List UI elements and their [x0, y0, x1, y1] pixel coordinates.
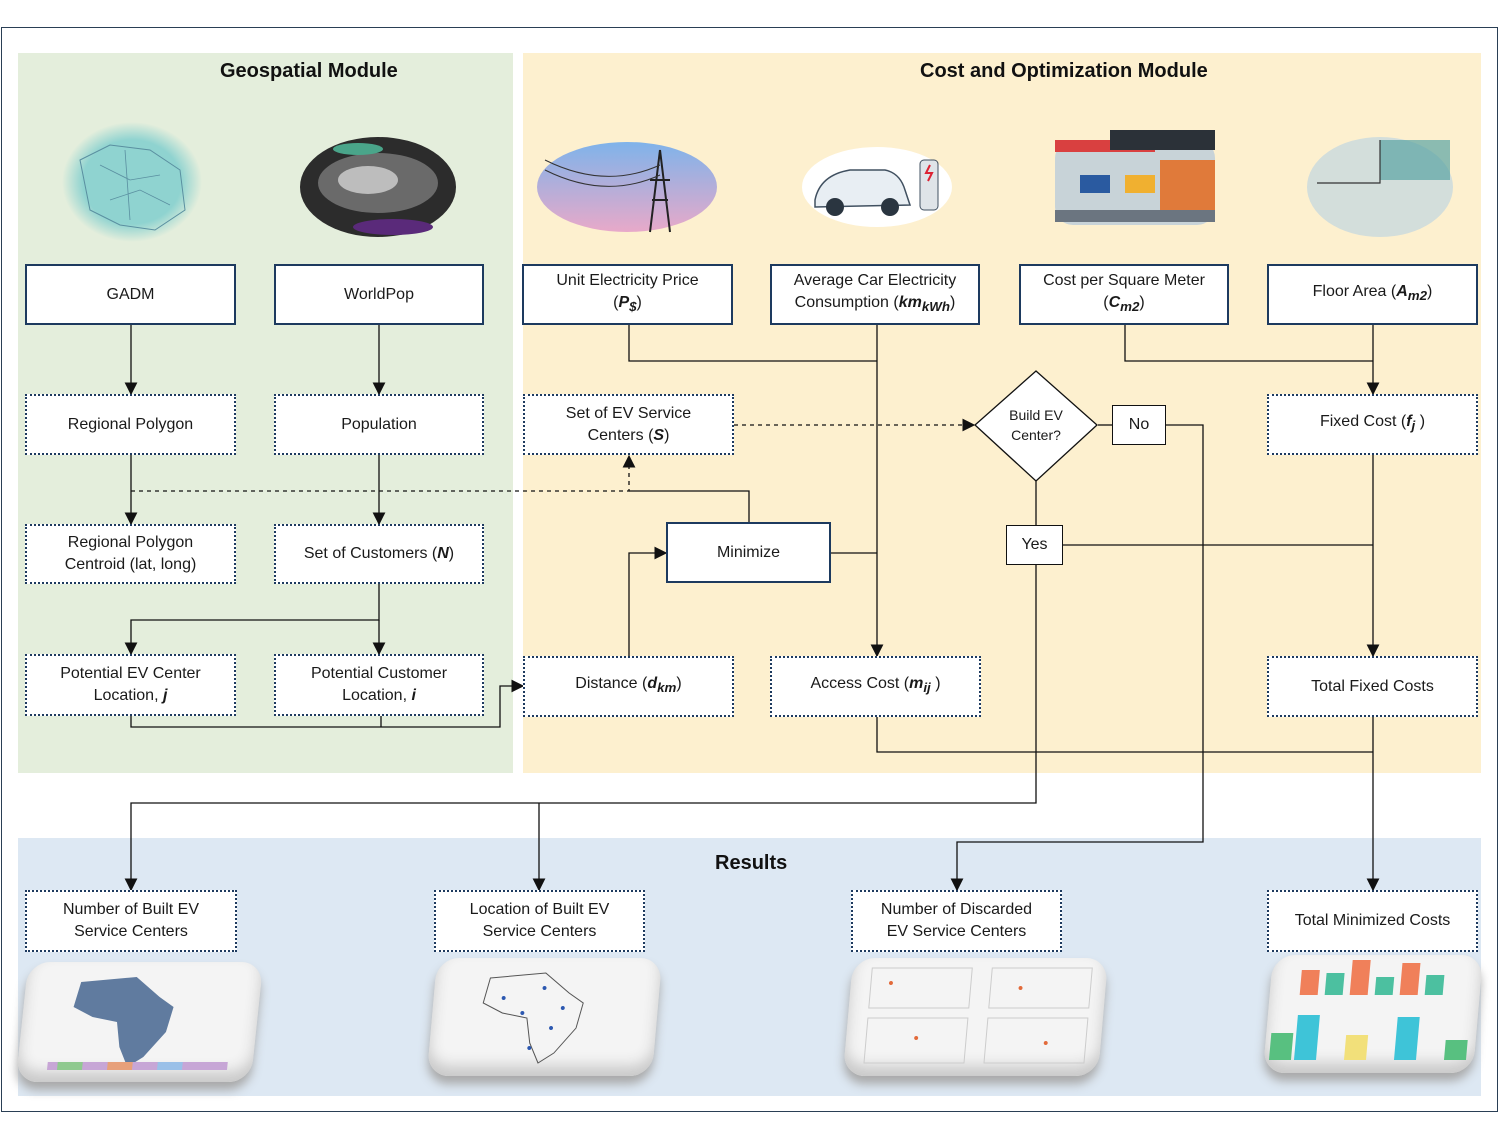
customers-label-end: ): [448, 545, 455, 562]
fixed-cost-subscript: j: [1411, 418, 1416, 434]
discarded-ev-map-thumbnail: [842, 958, 1109, 1076]
cost-sqm-label: Cost per Square Meter: [1043, 272, 1205, 290]
minimize-label: Minimize: [716, 543, 781, 561]
distance-subscript: km: [657, 680, 677, 696]
build-ev-center-decision: Build EV Center?: [1009, 407, 1063, 443]
ev-charging-car-icon: [802, 147, 952, 227]
gadm-label: GADM: [106, 285, 155, 303]
population-raster-icon: [300, 137, 456, 237]
yes-label: Yes: [1021, 536, 1048, 553]
avg-car-label-1: Average Car Electricity: [793, 272, 957, 290]
distance-box: Distance (dkm): [523, 656, 734, 717]
num-built-label-1: Number of Built EV: [62, 901, 200, 918]
total-costs-chart-thumbnail: [1262, 955, 1484, 1073]
num-discarded-ev-box: Number of Discarded EV Service Centers: [851, 890, 1062, 952]
potential-ev-label-1: Potential EV Center: [60, 665, 201, 682]
cost-per-sqm-box: Cost per Square Meter(Cm2): [1019, 264, 1229, 325]
customers-symbol: N: [437, 545, 449, 562]
unit-price-symbol: P: [618, 294, 630, 312]
potential-customer-label-2: Location,: [342, 687, 408, 704]
unit-price-subscript: $: [629, 299, 637, 315]
no-label: No: [1128, 416, 1150, 433]
decision-diamond: [974, 370, 1098, 482]
loc-built-ev-box: Location of Built EV Service Centers: [434, 890, 645, 952]
gadm-box: GADM: [25, 264, 236, 325]
potential-customer-label-1: Potential Customer: [310, 665, 448, 682]
customers-label: Set of Customers (: [303, 545, 438, 562]
avg-car-symbol: km: [898, 294, 922, 312]
worldpop-box: WorldPop: [274, 264, 484, 325]
diagram-frame: [1, 27, 1498, 1112]
unit-price-label: Unit Electricity Price: [556, 272, 699, 290]
no-box: No: [1112, 405, 1166, 445]
set-ev-label-1: Set of EV Service: [565, 404, 692, 422]
floor-area-label: Floor Area (: [1312, 283, 1397, 301]
worldpop-label: WorldPop: [344, 285, 414, 303]
minimize-box: Minimize: [666, 522, 831, 583]
num-built-ev-box: Number of Built EV Service Centers: [25, 890, 237, 952]
set-ev-symbol: S: [653, 426, 665, 444]
fixed-cost-symbol: f: [1406, 413, 1412, 431]
floor-area-subscript: m2: [1407, 288, 1428, 304]
floor-plan-icon: [1307, 137, 1453, 237]
distance-label: Distance (: [575, 675, 648, 693]
customers-box: Set of Customers (N): [274, 524, 484, 584]
total-min-label: Total Minimized Costs: [1294, 912, 1451, 929]
built-ev-location-thumbnail: [426, 958, 663, 1076]
potential-ev-symbol: j: [162, 687, 168, 704]
centroid-label-1: Regional Polygon: [67, 534, 194, 551]
yes-box: Yes: [1006, 525, 1063, 565]
potential-customer-symbol: i: [411, 687, 416, 704]
built-ev-map-thumbnail: [15, 962, 264, 1082]
num-built-label-2: Service Centers: [74, 923, 188, 940]
set-ev-label-2: Centers (: [587, 426, 654, 444]
cost-sqm-subscript: m2: [1120, 299, 1140, 315]
loc-built-label-1: Location of Built EV: [469, 901, 610, 918]
regional-polygon-label: Regional Polygon: [67, 415, 194, 433]
access-cost-symbol: m: [909, 675, 924, 693]
loc-built-label-2: Service Centers: [482, 923, 597, 940]
map-icon: [62, 122, 202, 242]
total-fixed-costs-box: Total Fixed Costs: [1267, 656, 1478, 717]
num-discarded-label-2: EV Service Centers: [886, 923, 1027, 940]
avg-car-label-2: Consumption (: [794, 294, 899, 312]
num-discarded-label-1: Number of Discarded: [880, 901, 1033, 918]
floor-area-symbol: A: [1396, 283, 1408, 301]
total-minimized-costs-box: Total Minimized Costs: [1267, 890, 1478, 952]
geospatial-module-title: Geospatial Module: [220, 60, 398, 82]
access-cost-subscript: ij: [923, 680, 931, 696]
access-cost-label: Access Cost (: [810, 675, 910, 693]
potential-ev-label-2: Location,: [93, 687, 159, 704]
total-fixed-label: Total Fixed Costs: [1311, 677, 1434, 695]
results-panel: [18, 838, 1481, 1096]
floor-area-box: Floor Area (Am2): [1267, 264, 1478, 325]
results-title: Results: [715, 852, 788, 874]
access-cost-box: Access Cost (mij ): [770, 656, 981, 717]
cost-sqm-symbol: C: [1108, 294, 1121, 312]
centroid-label-2: Centroid (lat, long): [64, 556, 197, 573]
distance-symbol: d: [647, 675, 658, 693]
fixed-cost-label: Fixed Cost (: [1319, 413, 1407, 431]
avg-car-subscript: kWh: [921, 299, 950, 315]
cost-module-title: Cost and Optimization Module: [920, 60, 1208, 82]
power-line-icon: [537, 142, 717, 233]
service-center-icon: [1055, 130, 1215, 225]
regional-polygon-box: Regional Polygon: [25, 394, 236, 455]
population-box: Population: [274, 394, 484, 455]
population-label: Population: [341, 415, 417, 433]
fixed-cost-box: Fixed Cost (fj ): [1267, 394, 1478, 455]
unit-electricity-price-box: Unit Electricity Price(P$): [522, 264, 733, 325]
